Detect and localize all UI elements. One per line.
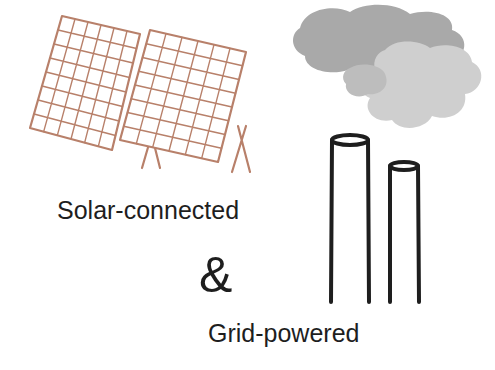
panel-stand: [232, 126, 250, 172]
solar-panel: [120, 30, 246, 162]
solar-panels: [30, 16, 250, 172]
smoke: [293, 5, 481, 128]
label-text: Grid-powered: [208, 319, 359, 348]
chimney-cap: [332, 135, 368, 145]
label-text: Solar-connected: [57, 196, 239, 225]
ampersand: &: [199, 247, 232, 305]
chimney-tall: [331, 140, 369, 302]
chimney-short: [390, 166, 419, 302]
chimney-cap: [390, 162, 418, 170]
chimneys: [331, 135, 419, 302]
panel-grid: [34, 19, 137, 146]
smoke-cloud: [343, 65, 387, 97]
panel-grid: [124, 34, 243, 159]
